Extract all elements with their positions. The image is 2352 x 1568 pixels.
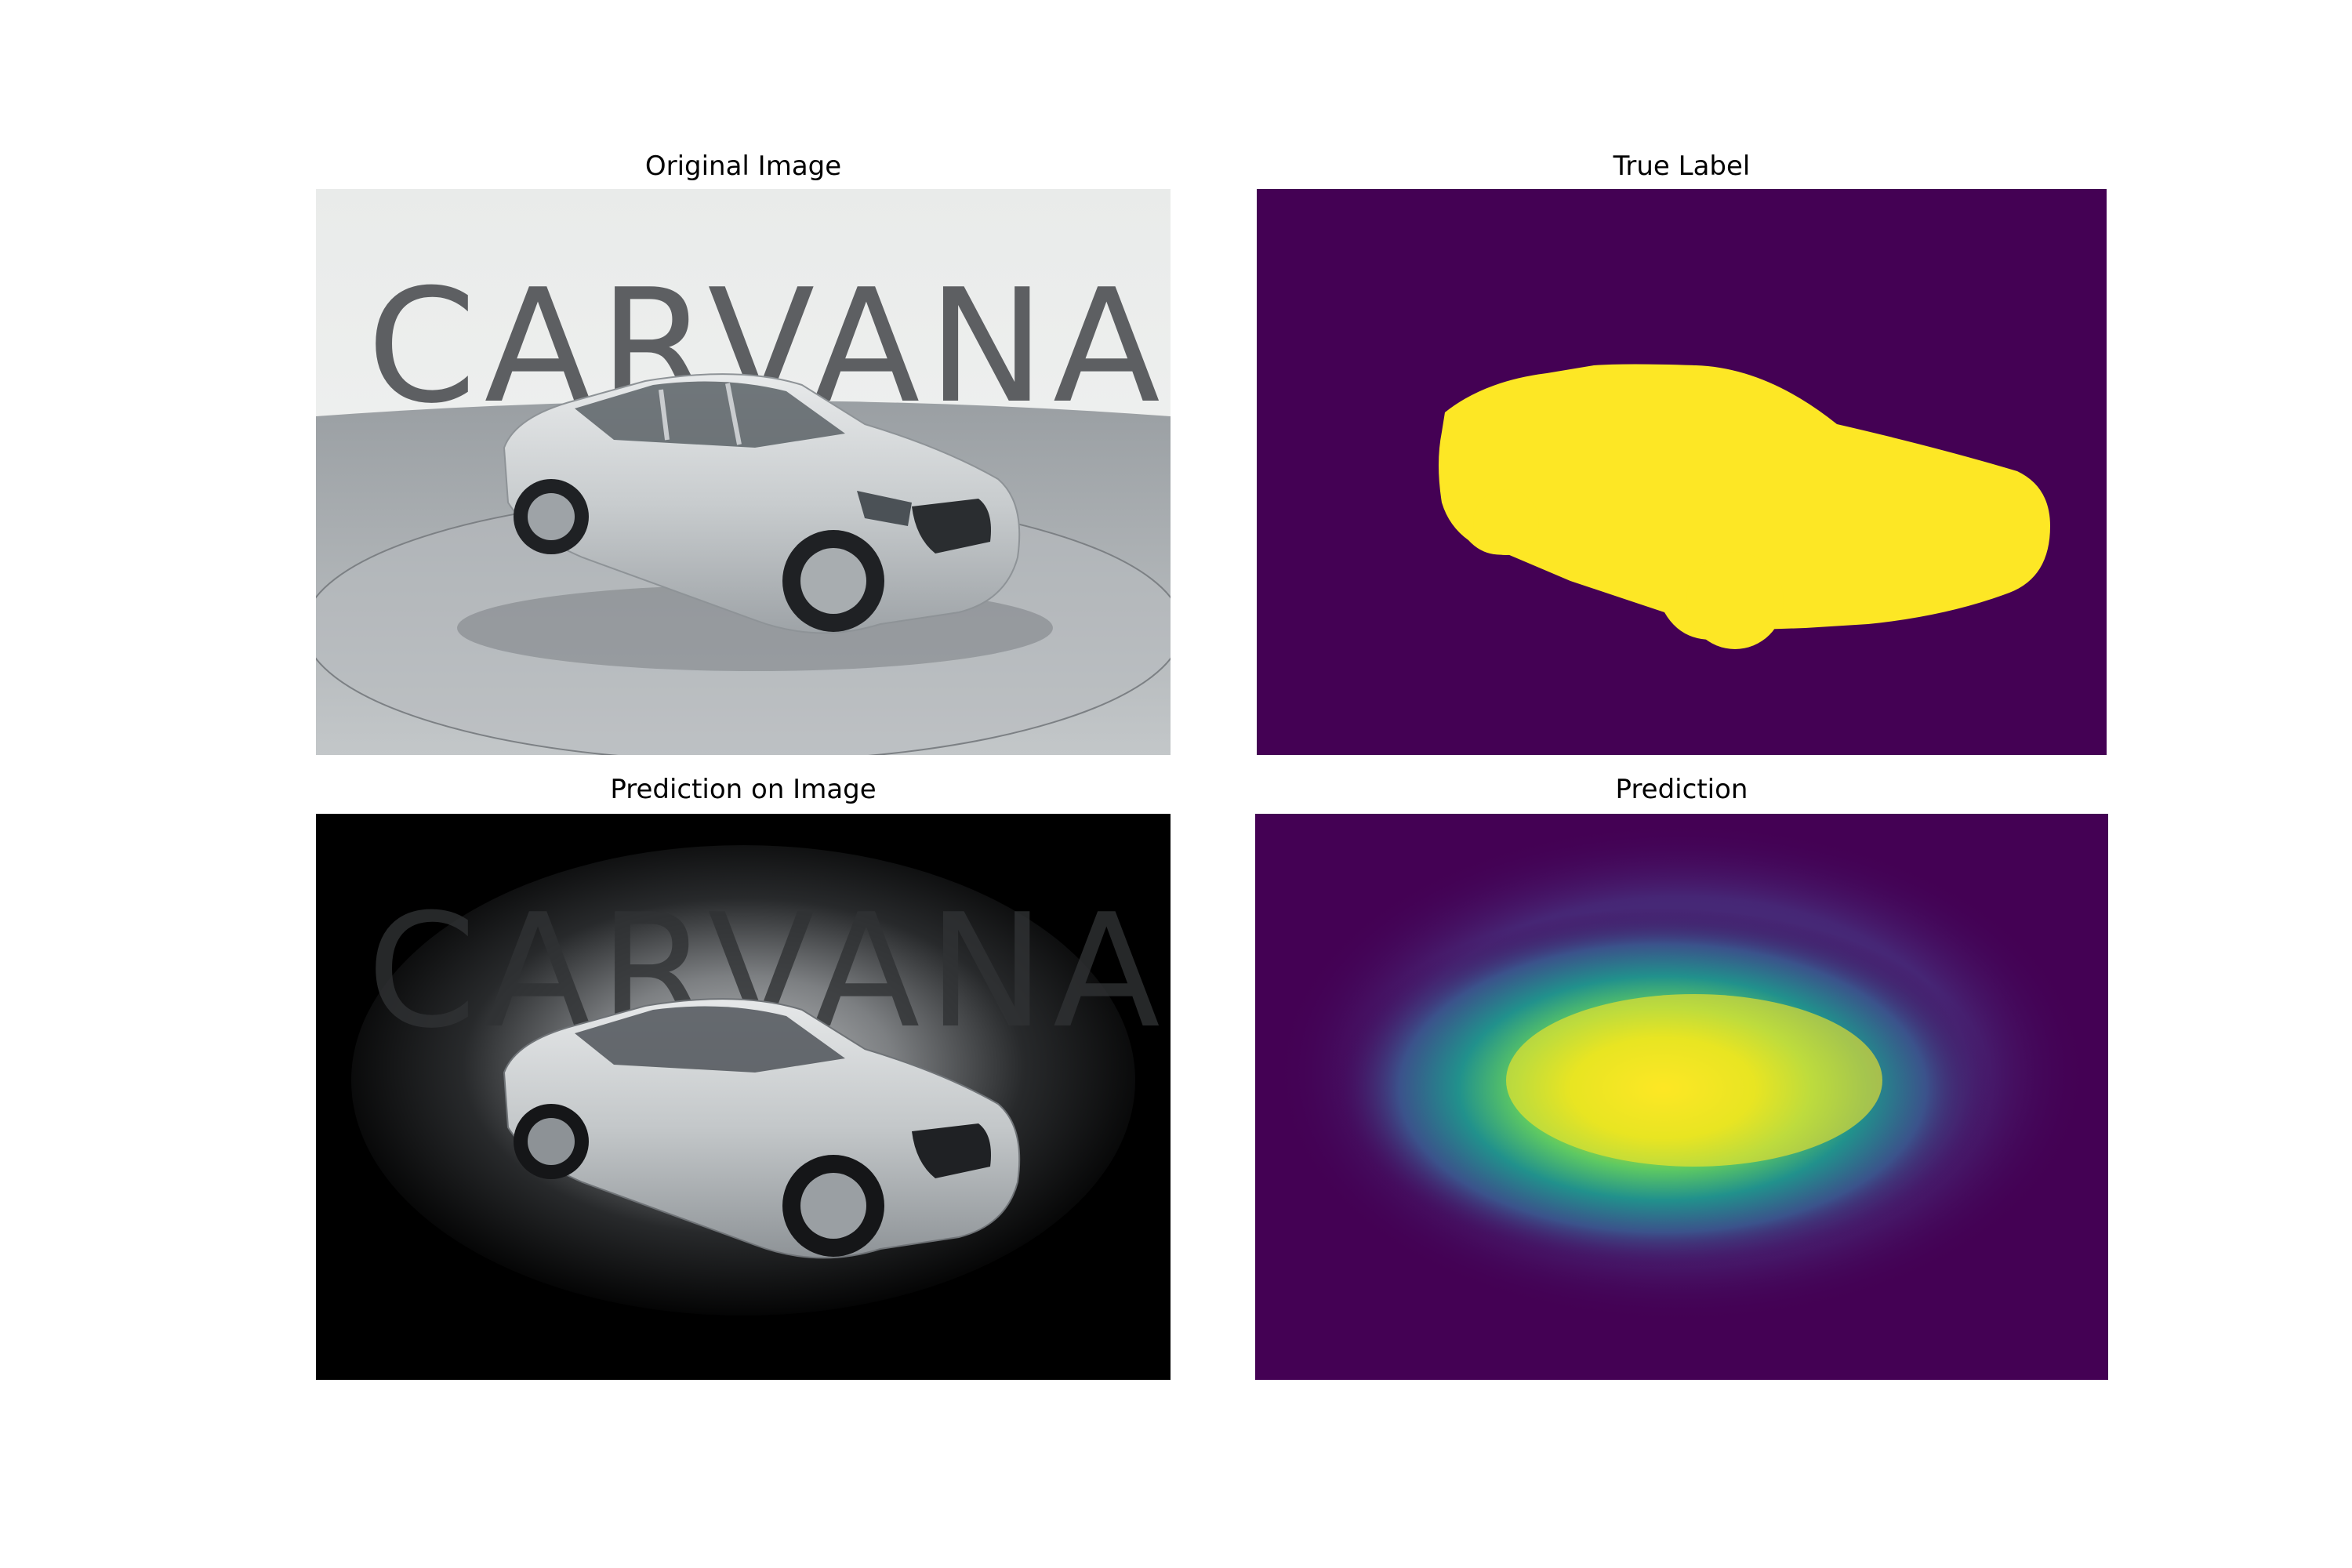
title-prediction: Prediction — [1615, 774, 1748, 805]
true-label-mask — [1257, 189, 2107, 755]
prediction-on-image: CARVANA — [316, 814, 1171, 1380]
title-true-label: True Label — [1613, 151, 1751, 182]
true-label-panel — [1257, 189, 2107, 755]
prediction-panel — [1255, 814, 2108, 1380]
prediction-heatmap — [1255, 814, 2108, 1380]
title-prediction-on-image: Prediction on Image — [610, 774, 877, 805]
original-image-panel: CARVANA — [316, 189, 1171, 755]
prediction-on-image-panel: CARVANA — [316, 814, 1171, 1380]
original-image: CARVANA — [316, 189, 1171, 755]
title-original-image: Original Image — [644, 151, 842, 182]
